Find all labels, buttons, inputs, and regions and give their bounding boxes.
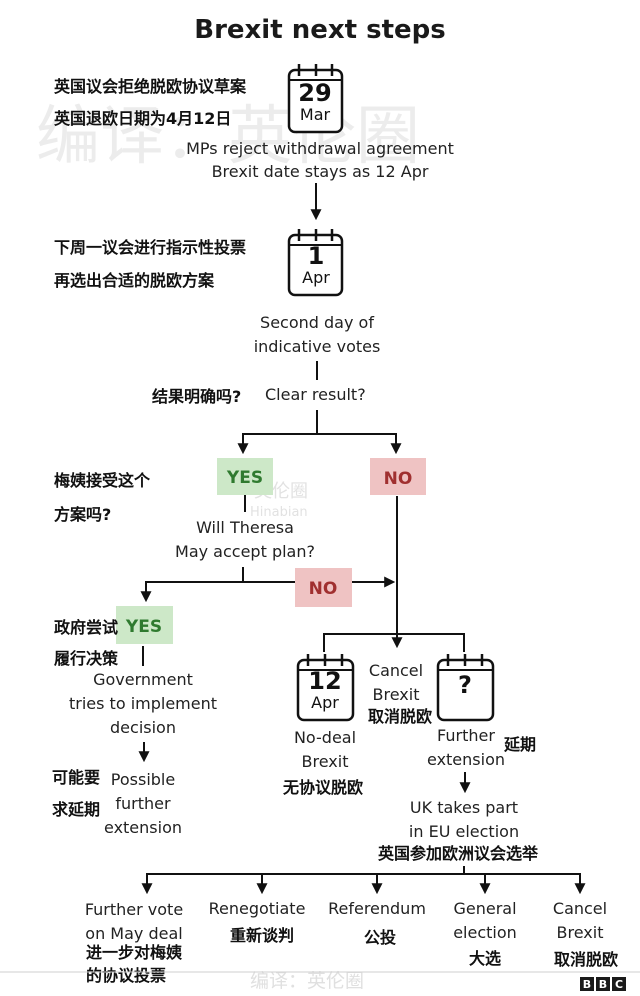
no-deal-cn: 无协议脱欧 — [282, 778, 363, 797]
outcome-referendum-cn: 公投 — [364, 928, 396, 947]
yes-badge-2 — [116, 606, 173, 644]
eu-election-en-line2: in EU election — [409, 822, 519, 841]
outcome-referendum-en: Referendum — [328, 899, 426, 918]
step2-en-line2: indicative votes — [254, 337, 381, 356]
eu-election-en-line1: UK takes part — [410, 798, 518, 817]
theresa-en-line1: Will Theresa — [196, 518, 294, 537]
clear-result-cn: 结果明确吗? — [151, 387, 241, 406]
possible-cn-line1: 可能要 — [52, 768, 100, 787]
extension-en-line2: extension — [427, 750, 505, 769]
step1-en-line2: Brexit date stays as 12 Apr — [212, 162, 429, 181]
step2-en-line1: Second day of — [260, 313, 374, 332]
outcome-cancel-brexit-en-line1: Cancel — [553, 899, 607, 918]
calendar-icon-1-apr: 1 Apr — [287, 229, 344, 297]
cancel-mid-en-line1: Cancel — [369, 661, 423, 680]
outcome-further-vote-cn-line1: 进一步对梅姨 — [86, 943, 183, 962]
calendar-day: 29 — [298, 79, 331, 107]
calendar-icon-12-apr: 12 Apr — [296, 654, 355, 722]
calendar-month: Apr — [311, 693, 339, 712]
calendar-day: ? — [458, 671, 472, 699]
no-badge-2 — [295, 568, 352, 607]
step2-cn-line1: 下周一议会进行指示性投票 — [54, 238, 246, 257]
calendar-month: Apr — [302, 268, 330, 287]
bbc-logo-letter: B — [583, 978, 591, 991]
government-cn-line2: 履行决策 — [54, 649, 119, 668]
no-deal-en-line1: No-deal — [294, 728, 356, 747]
outcome-general-election-cn: 大选 — [469, 949, 501, 968]
yes-label: YES — [226, 468, 263, 488]
outcome-further-vote-en-line1: Further vote — [85, 900, 183, 919]
possible-en-line3: extension — [104, 818, 182, 837]
step2-cn-line2: 再选出合适的脱欧方案 — [54, 271, 215, 290]
outcome-general-election-en-line2: election — [453, 923, 517, 942]
watermark-faint-en: Hinabian — [250, 505, 308, 520]
eu-election-cn: 英国参加欧洲议会选举 — [377, 844, 539, 863]
extension-cn: 延期 — [503, 735, 536, 754]
extension-en-line1: Further — [437, 726, 495, 745]
outcome-cancel-brexit-cn: 取消脱欧 — [554, 950, 618, 969]
bbc-logo-letter: C — [615, 978, 623, 991]
government-en-line1: Government — [93, 670, 193, 689]
watermark-footer: 编译：英伦圈 — [250, 970, 364, 992]
step1-cn-line1: 英国议会拒绝脱欧协议草案 — [53, 77, 247, 96]
outcome-further-vote-cn-line2: 的协议投票 — [86, 966, 166, 985]
theresa-cn-line1: 梅姨接受这个 — [54, 471, 151, 490]
possible-en-line2: further — [115, 794, 171, 813]
possible-cn-line2: 求延期 — [52, 800, 100, 819]
outcome-general-election-en-line1: General — [453, 899, 516, 918]
watermark-large: 编译：英伦圈 — [36, 100, 420, 174]
outcome-further-vote-en-line2: on May deal — [85, 924, 182, 943]
page-title: Brexit next steps — [194, 15, 445, 45]
calendar-day: 12 — [308, 667, 341, 695]
calendar-month: Mar — [300, 105, 331, 124]
government-cn-line1: 政府尝试 — [54, 618, 118, 637]
yes-badge — [217, 458, 273, 495]
possible-en-line1: Possible — [111, 770, 175, 789]
theresa-cn-line2: 方案吗? — [54, 505, 111, 524]
calendar-icon-question: ? — [436, 654, 495, 722]
calendar-day: 1 — [308, 242, 325, 270]
clear-result-en: Clear result? — [265, 385, 366, 404]
no-label: NO — [384, 469, 413, 489]
government-en-line2: tries to implement — [69, 694, 217, 713]
bbc-logo-letter: B — [599, 978, 607, 991]
step1-cn-line2: 英国退欧日期为4月12日 — [53, 109, 231, 128]
no-label-2: NO — [309, 579, 338, 599]
outcome-renegotiate-en: Renegotiate — [209, 899, 306, 918]
step1-en-line1: MPs reject withdrawal agreement — [186, 139, 454, 158]
calendar-icon-29-mar: 29 Mar — [287, 64, 344, 134]
outcome-cancel-brexit-en-line2: Brexit — [557, 923, 604, 942]
cancel-mid-cn: 取消脱欧 — [368, 707, 432, 726]
government-en-line3: decision — [110, 718, 176, 737]
yes-label-2: YES — [125, 617, 162, 637]
bbc-logo: B B C — [580, 977, 626, 991]
no-deal-en-line2: Brexit — [302, 752, 349, 771]
outcome-renegotiate-cn: 重新谈判 — [230, 926, 294, 945]
theresa-en-line2: May accept plan? — [175, 542, 315, 561]
no-badge — [370, 458, 426, 495]
cancel-mid-en-line2: Brexit — [373, 685, 420, 704]
